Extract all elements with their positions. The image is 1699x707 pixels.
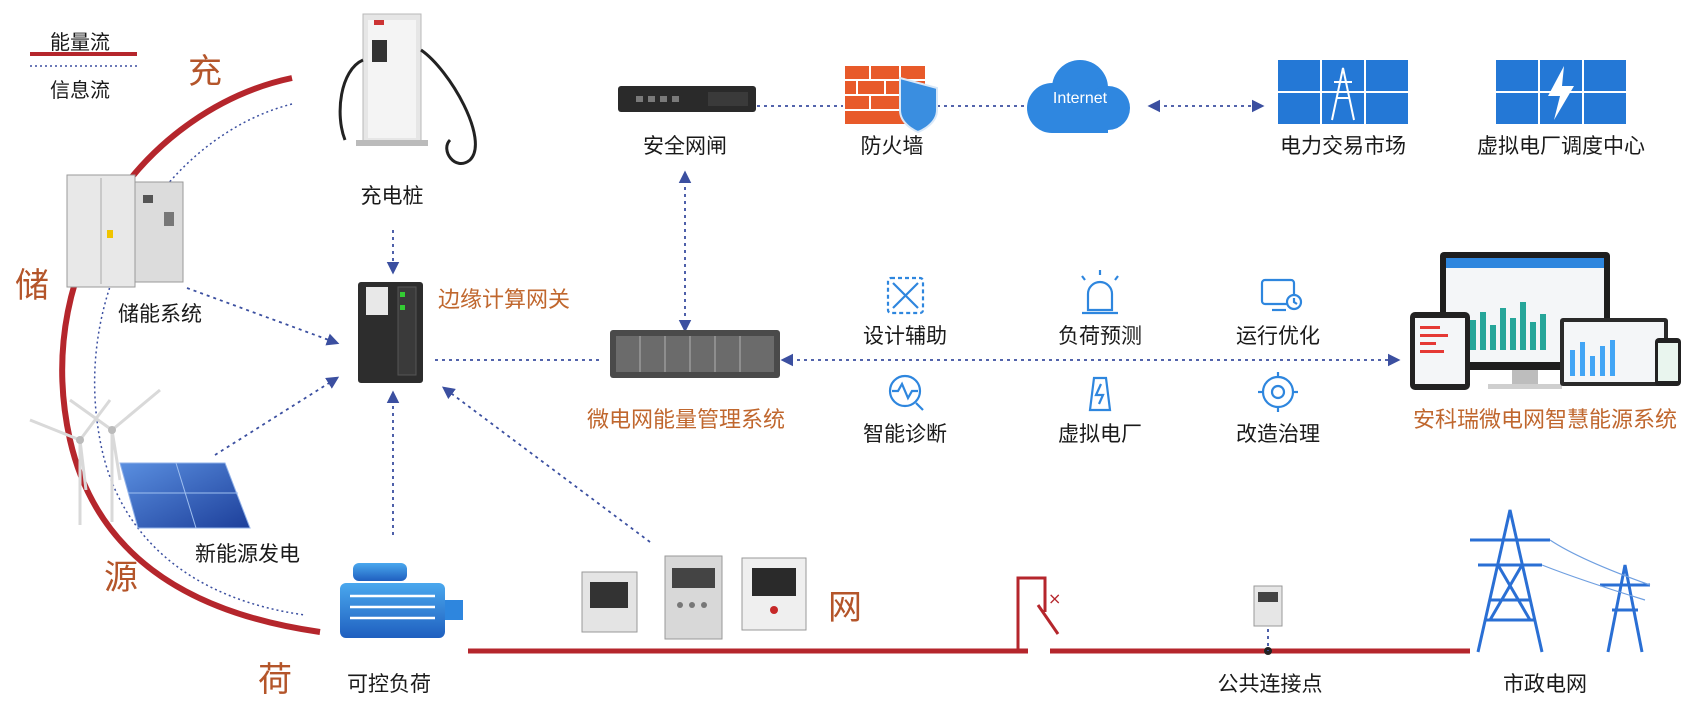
segment-source: 源	[104, 560, 138, 597]
firewall-icon	[845, 66, 938, 134]
energy-storage-icon	[66, 174, 184, 288]
function-smart-diagnosis: 智能诊断	[863, 423, 947, 446]
virtual-plant-icon	[1088, 376, 1112, 412]
renewable-label: 新能源发电	[195, 543, 300, 566]
internet-cloud-icon	[1027, 60, 1130, 133]
function-design-assist: 设计辅助	[863, 325, 947, 348]
power-market-icon	[1278, 60, 1408, 124]
monitor-clock-icon	[1260, 278, 1303, 312]
power-market-label: 电力交易市场	[1280, 135, 1406, 158]
function-load-forecast: 负荷预测	[1058, 325, 1142, 348]
utility-grid-label: 市政电网	[1503, 673, 1587, 696]
segment-charge: 充	[188, 54, 222, 91]
security-gateway-label: 安全网闸	[643, 135, 727, 158]
ems-label: 微电网能量管理系统	[586, 407, 786, 432]
diagnosis-icon	[888, 374, 924, 411]
legend-info-flow: 信息流	[50, 80, 110, 102]
vpp-center-label: 虚拟电厂调度中心	[1477, 135, 1645, 158]
renewable-icon	[29, 388, 251, 529]
function-operation-optimize: 运行优化	[1236, 325, 1320, 348]
segment-grid: 网	[828, 590, 862, 627]
edge-gateway-label: 边缘计算网关	[438, 287, 571, 312]
svg-text:×: ×	[1048, 589, 1061, 608]
internet-label: Internet	[1052, 90, 1108, 107]
charging-pile-icon	[338, 13, 477, 165]
info-links	[186, 99, 1401, 651]
ruler-pencil-icon	[886, 276, 925, 315]
energy-arc	[59, 75, 321, 635]
vpp-center-icon	[1496, 60, 1626, 124]
legend-energy-flow: 能量流	[50, 32, 110, 54]
controllable-load-label: 可控负荷	[347, 673, 431, 696]
platform-screens-icon	[1410, 252, 1681, 390]
firewall-label: 防火墙	[860, 135, 924, 158]
pcc-meter-icon	[1253, 585, 1283, 627]
function-retrofit: 改造治理	[1236, 423, 1320, 446]
security-gateway-icon	[618, 86, 756, 112]
segment-storage: 储	[15, 268, 49, 305]
pcc-label: 公共连接点	[1217, 673, 1323, 696]
retrofit-gear-icon	[1258, 372, 1298, 412]
ems-server-icon	[610, 330, 780, 378]
energy-bus: ×	[468, 576, 1470, 655]
platform-label: 安科瑞微电网智慧能源系统	[1412, 407, 1678, 432]
segment-load: 荷	[258, 662, 292, 699]
energy-storage-label: 储能系统	[118, 303, 202, 326]
function-icons	[886, 270, 1303, 412]
meters-icon	[581, 555, 807, 640]
function-virtual-plant: 虚拟电厂	[1058, 423, 1142, 446]
alarm-light-icon	[1081, 270, 1119, 315]
utility-tower-icon	[1470, 509, 1651, 653]
charging-pile-label: 充电桩	[360, 185, 424, 208]
edge-gateway-icon	[358, 282, 423, 383]
motor-icon	[340, 563, 463, 638]
legend-lines	[30, 52, 137, 67]
